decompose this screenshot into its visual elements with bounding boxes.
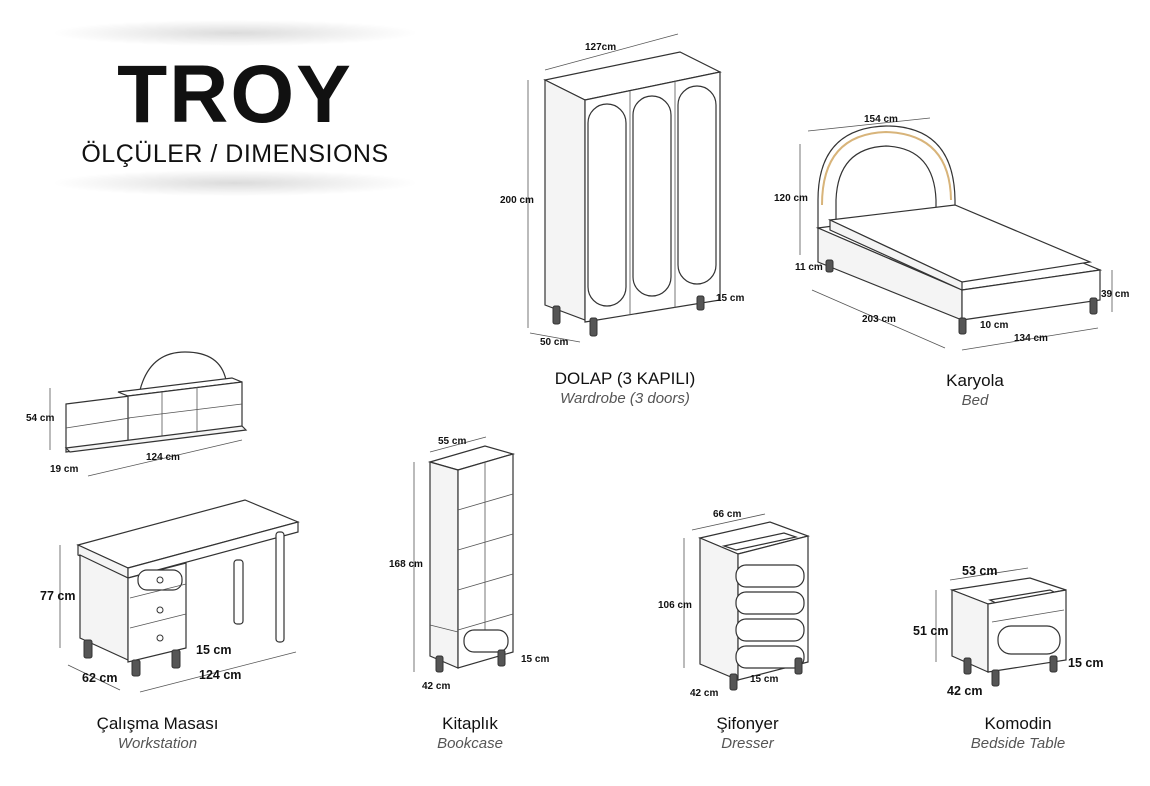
bed-caption: Karyola Bed [900, 371, 1050, 410]
bed-frame-label: 11 cm [795, 262, 823, 273]
dresser-height-label: 106 cm [658, 600, 692, 611]
wardrobe-width-label: 127cm [585, 42, 617, 53]
bedside-name-tr: Komodin [984, 714, 1052, 733]
workstation-height-label: 77 cm [40, 589, 76, 603]
bed-inner-width-label: 134 cm [1014, 333, 1048, 344]
workstation-name-tr: Çalışma Masası [96, 714, 219, 733]
shelf-width-label: 124 cm [146, 452, 180, 463]
bed-drawing [799, 117, 1113, 351]
workstation-width-label: 124 cm [199, 668, 242, 682]
bed-width-label: 154 cm [864, 114, 898, 125]
dresser-caption: Şifonyer Dresser [685, 714, 810, 753]
dresser-drawing [683, 513, 811, 691]
bed-length-label: 203 cm [862, 314, 896, 325]
bookcase-height-label: 168 cm [389, 559, 423, 570]
bed-name-en: Bed [961, 392, 989, 409]
shelf-height-label: 54 cm [26, 413, 55, 424]
bookcase-caption: Kitaplık Bookcase [405, 714, 535, 753]
dresser-depth-label: 42 cm [690, 688, 719, 699]
dresser-width-label: 66 cm [713, 509, 742, 520]
bookcase-drawing [413, 436, 516, 673]
shelf-depth-label: 19 cm [50, 464, 79, 475]
bedside-height-label: 51 cm [913, 624, 949, 638]
header-shadow-bottom [55, 170, 415, 196]
bed-side-label: 39 cm [1101, 289, 1130, 300]
bedside-width-label: 53 cm [962, 564, 998, 578]
dresser-name-en: Dresser [721, 735, 774, 752]
wardrobe-height-label: 200 cm [500, 195, 534, 206]
header-shadow-top [55, 20, 415, 46]
dresser-leg-label: 15 cm [750, 674, 779, 685]
workstation-leg-label: 15 cm [196, 643, 232, 657]
bedside-name-en: Bedside Table [970, 735, 1066, 752]
workstation-drawing [59, 499, 300, 693]
workstation-name-en: Workstation [117, 735, 198, 752]
brand-title: TROY [117, 49, 353, 140]
wardrobe-caption: DOLAP (3 KAPILI) Wardrobe (3 doors) [525, 369, 725, 408]
bed-leg-label: 10 cm [980, 320, 1009, 331]
bedside-leg-label: 15 cm [1068, 656, 1104, 670]
wardrobe-name-en: Wardrobe (3 doors) [560, 390, 690, 407]
wall-shelf-drawing [49, 351, 248, 477]
page-subtitle: ÖLÇÜLER / DIMENSIONS [81, 140, 389, 168]
bed-headboard-label: 120 cm [774, 193, 808, 204]
wardrobe-depth-label: 50 cm [540, 337, 569, 348]
bookcase-name-tr: Kitaplık [442, 714, 498, 733]
bedside-drawing [935, 567, 1067, 687]
bookcase-leg-label: 15 cm [521, 654, 550, 665]
bookcase-depth-label: 42 cm [422, 681, 451, 692]
wardrobe-leg-label: 15 cm [716, 293, 745, 304]
dresser-name-tr: Şifonyer [716, 714, 779, 733]
workstation-depth-label: 62 cm [82, 671, 118, 685]
bookcase-name-en: Bookcase [437, 735, 503, 752]
wardrobe-name-tr: DOLAP (3 KAPILI) [554, 369, 696, 388]
bedside-depth-label: 42 cm [947, 684, 983, 698]
wardrobe-drawing [527, 33, 722, 343]
workstation-caption: Çalışma Masası Workstation [70, 714, 245, 753]
bedside-caption: Komodin Bedside Table [943, 714, 1093, 753]
bed-name-tr: Karyola [946, 371, 1004, 390]
bookcase-width-label: 55 cm [438, 436, 467, 447]
